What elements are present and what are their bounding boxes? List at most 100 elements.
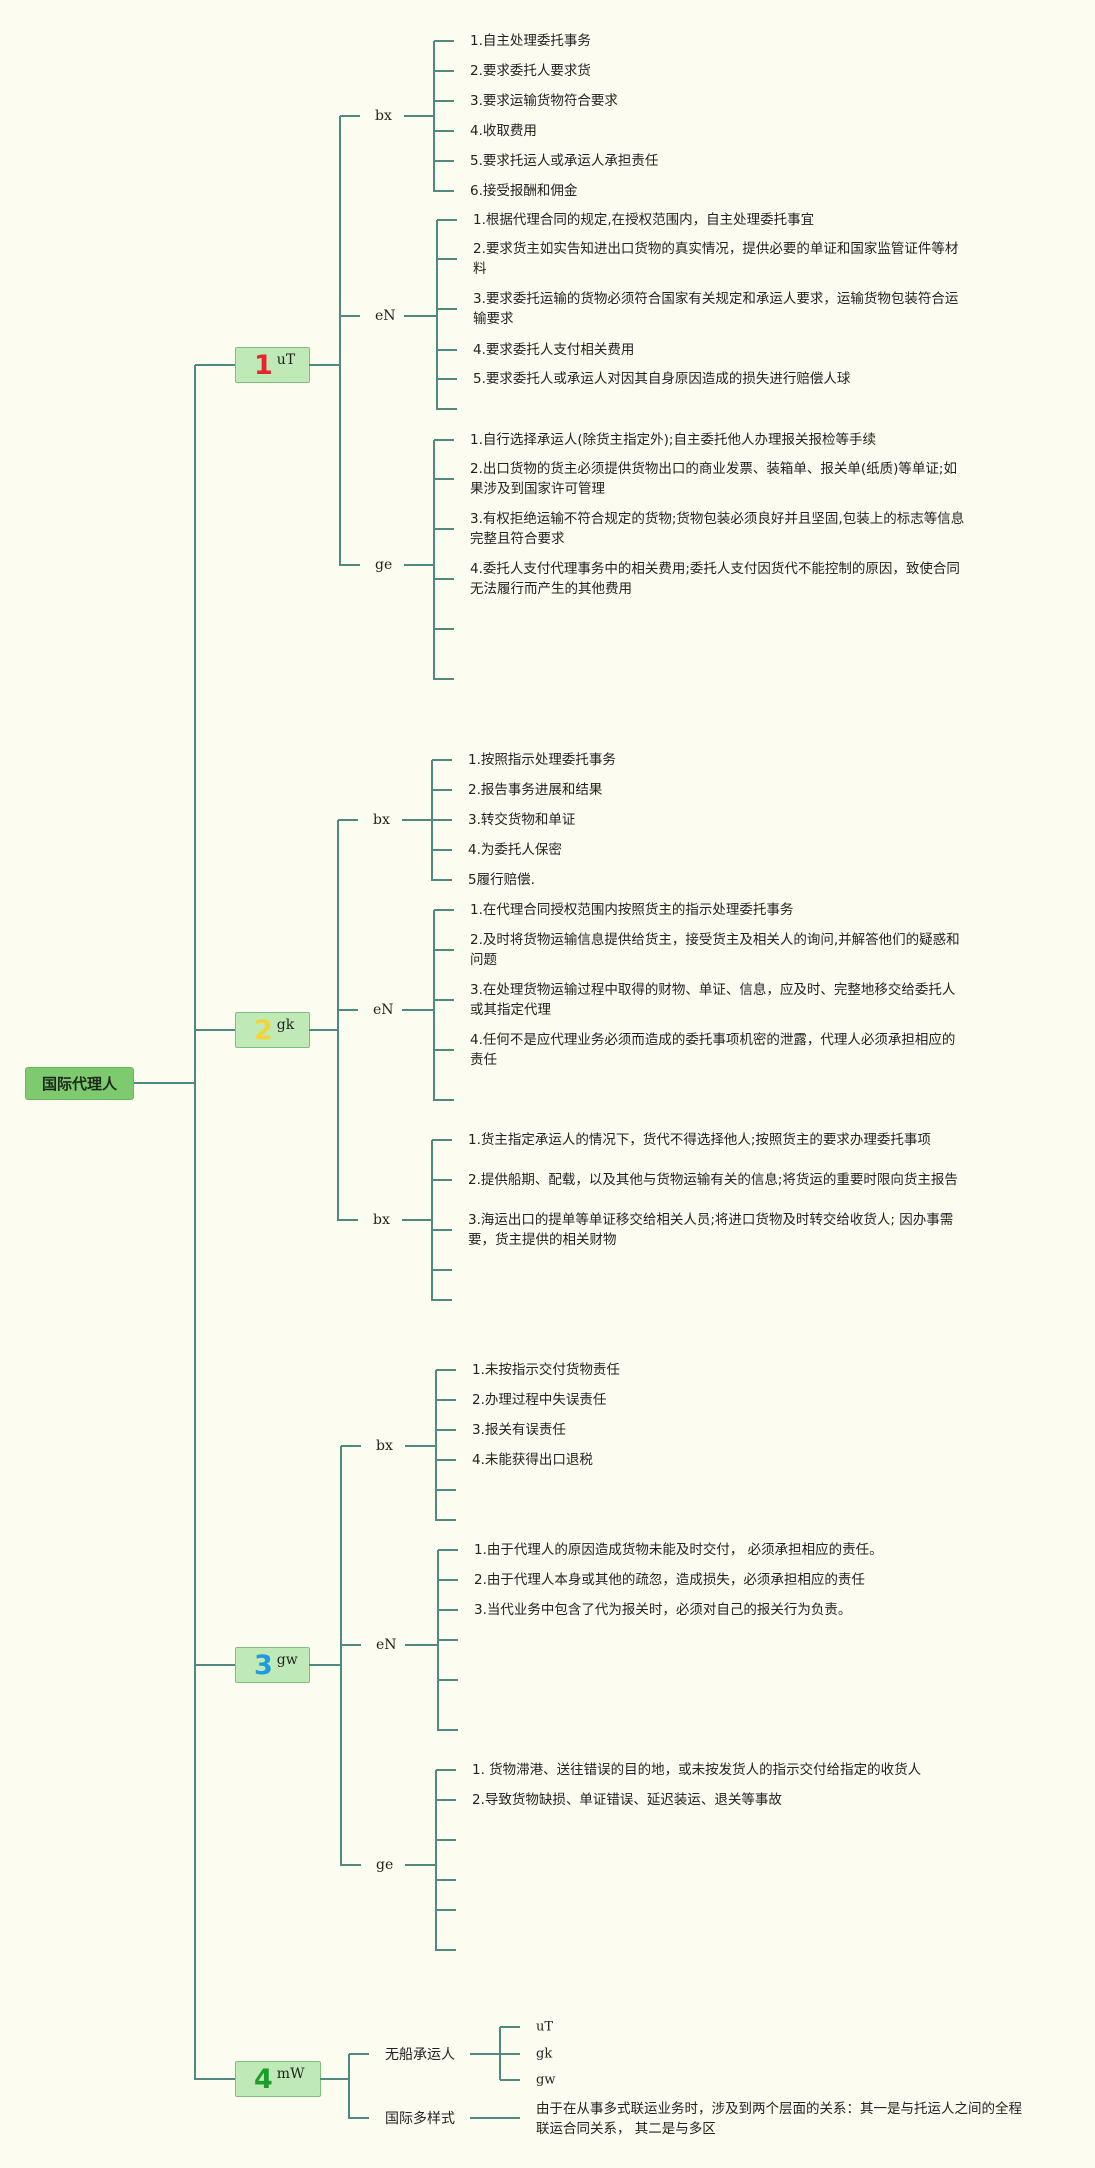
connector-line — [309, 1029, 338, 1031]
connector-line — [432, 1179, 452, 1181]
list-item[interactable]: 1.由于代理人的原因造成货物未能及时交付， 必须承担相应的责任。 — [474, 1542, 883, 1558]
group-label-eN[interactable]: eN — [375, 308, 396, 324]
list-item[interactable]: 3.要求委托运输的货物必须符合国家有关规定和承运人要求，运输货物包装符合运输要求 — [473, 291, 959, 327]
connector-line — [438, 1639, 458, 1641]
nvocc-label[interactable]: 无船承运人 — [385, 2047, 455, 2063]
group-label-eN[interactable]: eN — [373, 1002, 394, 1018]
connector-line — [437, 349, 457, 351]
connector-line — [438, 1579, 458, 1581]
multimodal-label[interactable]: 国际多样式 — [385, 2111, 455, 2127]
list-item[interactable]: 3.有权拒绝运输不符合规定的货物;货物包装必须良好并且坚固,包装上的标志等信息完… — [470, 511, 965, 547]
list-item[interactable]: 4.任何不是应代理业务必须而造成的委托事项机密的泄露，代理人必须承担相应的责任 — [470, 1032, 956, 1068]
list-item[interactable]: 3.海运出口的提单等单证移交给相关人员;将进口货物及时转交给收货人; 因办事需要… — [468, 1212, 954, 1248]
group-label-ge[interactable]: ge — [376, 1857, 394, 1873]
connector-line — [320, 2078, 349, 2080]
list-item[interactable]: 4.委托人支付代理事务中的相关费用;委托人支付因货代不能控制的原因，致使合同无法… — [470, 561, 960, 597]
list-item[interactable]: 4.未能获得出口退税 — [472, 1452, 593, 1468]
connector-line — [195, 1029, 235, 1031]
connector-line — [437, 219, 457, 221]
connector-line — [434, 190, 454, 192]
group-label-eN[interactable]: eN — [376, 1637, 397, 1653]
list-item[interactable]: 2.要求货主如实告知进出口货物的真实情况，提供必要的单证和国家监管证件等材料 — [473, 241, 959, 277]
list-item[interactable]: 1.未按指示交付货物责任 — [472, 1362, 620, 1378]
connector-line — [432, 789, 452, 791]
list-item[interactable]: 3.在处理货物运输过程中取得的财物、单证、信息，应及时、完整地移交给委托人或其指… — [470, 982, 956, 1018]
connector-line — [437, 308, 457, 310]
list-item[interactable]: 5.要求委托人或承运人对因其自身原因造成的损失进行赔偿人球 — [473, 371, 851, 387]
nvocc-item[interactable]: gw — [536, 2072, 556, 2088]
connector-line — [349, 2053, 369, 2055]
group-label-ge[interactable]: ge — [375, 557, 393, 573]
list-item[interactable]: 1.按照指示处理委托事务 — [468, 752, 616, 768]
connector-line — [434, 578, 454, 580]
nvocc-item[interactable]: gk — [536, 2046, 553, 2062]
group-label-bx[interactable]: bx — [373, 812, 390, 828]
connector-line — [434, 949, 454, 951]
group-label-bx[interactable]: bx — [373, 1212, 390, 1228]
connector-line — [340, 564, 360, 566]
connector-line — [341, 1644, 361, 1646]
group-label-bx[interactable]: bx — [375, 108, 392, 124]
list-item[interactable]: 1. 货物滞港、送往错误的目的地，或未按发货人的指示交付给指定的收货人 — [472, 1762, 922, 1778]
connector-line — [436, 1769, 456, 1771]
list-item[interactable]: 2.出口货物的货主必须提供货物出口的商业发票、装箱单、报关单(纸质)等单证;如果… — [470, 461, 957, 497]
connector-line — [470, 2117, 520, 2119]
list-item[interactable]: 5.要求托运人或承运人承担责任 — [470, 153, 659, 169]
connector-line — [434, 678, 454, 680]
list-item[interactable]: 2.提供船期、配载，以及其他与货物运输有关的信息;将货运的重要时限向货主报告 — [468, 1172, 958, 1188]
list-item[interactable]: 2.由于代理人本身或其他的疏忽，造成损失，必须承担相应的责任 — [474, 1572, 865, 1588]
list-item[interactable]: 4.收取费用 — [470, 123, 537, 139]
connector-line — [436, 1519, 456, 1521]
list-item[interactable]: 1.自主处理委托事务 — [470, 33, 591, 49]
connector-line — [194, 365, 196, 2080]
connector-line — [309, 1664, 341, 1666]
connector-line — [341, 1445, 361, 1447]
list-item[interactable]: 2.导致货物缺损、单证错误、延迟装运、退关等事故 — [472, 1792, 782, 1808]
branch-number-icon: 2 — [254, 1014, 273, 1046]
branch-label: mW — [276, 2066, 305, 2082]
list-item[interactable]: 3.要求运输货物符合要求 — [470, 93, 618, 109]
list-item[interactable]: 6.接受报酬和佣金 — [470, 183, 578, 199]
list-item[interactable]: 3.报关有误责任 — [472, 1422, 566, 1438]
list-item[interactable]: 3.转交货物和单证 — [468, 812, 576, 828]
connector-line — [437, 378, 457, 380]
nvocc-item[interactable]: uT — [536, 2019, 554, 2035]
connector-line — [434, 40, 454, 42]
branch-number-icon: 1 — [254, 349, 273, 381]
connector-line — [434, 478, 454, 480]
branch-label: uT — [276, 352, 296, 368]
list-item[interactable]: 2.要求委托人要求货 — [470, 63, 591, 79]
list-item[interactable]: 1.在代理合同授权范围内按照货主的指示处理委托事务 — [470, 902, 794, 918]
connector-line — [309, 364, 340, 366]
list-item[interactable]: 4.为委托人保密 — [468, 842, 562, 858]
root-node[interactable]: 国际代理人 — [25, 1067, 134, 1100]
connector-line — [436, 1369, 456, 1371]
connector-line — [340, 315, 360, 317]
list-item[interactable]: 3.当代业务中包含了代为报关时，必须对自己的报关行为负责。 — [474, 1602, 852, 1618]
connector-line — [432, 819, 452, 821]
list-item[interactable]: 2.办理过程中失误责任 — [472, 1392, 607, 1408]
connector-line — [500, 2079, 520, 2081]
connector-line — [405, 1445, 436, 1447]
list-item[interactable]: 4.要求委托人支付相关费用 — [473, 342, 635, 358]
list-item[interactable]: 1.货主指定承运人的情况下，货代不得选择他人;按照货主的要求办理委托事项 — [468, 1132, 931, 1148]
list-item[interactable]: 2.报告事务进展和结果 — [468, 782, 603, 798]
connector-line — [434, 528, 454, 530]
group-label-bx[interactable]: bx — [376, 1438, 393, 1454]
connector-line — [436, 1429, 456, 1431]
list-item[interactable]: 1.根据代理合同的规定,在授权范围内，自主处理委托事宜 — [473, 212, 815, 228]
connector-line — [405, 1644, 438, 1646]
connector-line — [341, 1864, 361, 1866]
connector-line — [402, 1219, 432, 1221]
list-item[interactable]: 1.自行选择承运人(除货主指定外);自主委托他人办理报关报检等手续 — [470, 432, 876, 448]
connector-line — [437, 258, 457, 260]
branch-label: gw — [276, 1652, 298, 1668]
branch-number-icon: 3 — [254, 1649, 273, 1681]
connector-line — [437, 408, 457, 410]
list-item[interactable]: 5履行赔偿. — [468, 872, 535, 888]
list-item[interactable]: 2.及时将货物运输信息提供给货主，接受货主及相关人的询问,并解答他们的疑惑和问题 — [470, 932, 960, 968]
